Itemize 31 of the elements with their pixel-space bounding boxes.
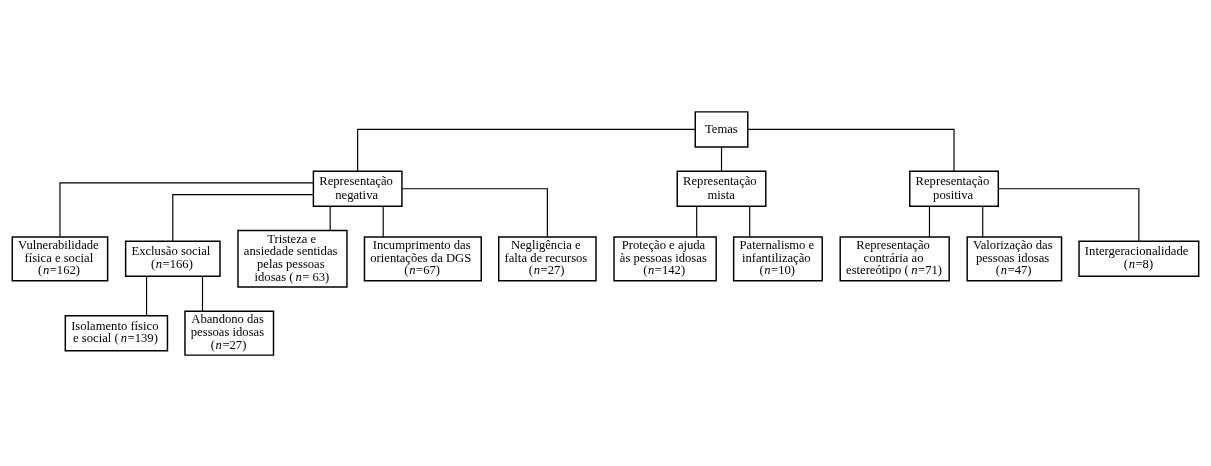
node-box: Tristeza e ansiedade sentidas pelas pessoas idosas (n= 63) xyxy=(237,229,348,288)
connector xyxy=(401,187,548,237)
connector xyxy=(201,275,204,312)
node-box: Abandono das pessoas idosas (n=27) xyxy=(184,310,275,356)
connector xyxy=(59,181,314,237)
node-box: Incumprimento das orientações da DGS (n=67) xyxy=(363,235,482,281)
connector xyxy=(382,205,384,237)
node-box: Paternalismo e infantilização (n=10) xyxy=(732,235,823,281)
connector xyxy=(747,128,955,172)
connector xyxy=(982,205,984,237)
connector xyxy=(145,275,148,316)
connector xyxy=(357,128,696,172)
node-box: Temas xyxy=(694,110,749,148)
connector xyxy=(172,193,314,242)
node-box: Representação negativa xyxy=(312,170,403,207)
node-box: Representação contrária ao estereótipo (n=71) xyxy=(839,235,950,281)
node-box: Isolamento físico e social (n=139) xyxy=(64,314,169,351)
connector xyxy=(720,146,723,172)
connector xyxy=(928,205,931,237)
node-box: Exclusão social (n=166) xyxy=(124,240,221,277)
node-box: Proteção e ajuda às pessoas idosas (n=142) xyxy=(613,235,717,281)
connector xyxy=(329,205,331,231)
node-box: Valorização das pessoas idosas (n=47) xyxy=(966,235,1063,281)
connector xyxy=(696,205,698,237)
node-box: Negligência e falta de recursos (n=27) xyxy=(498,235,597,281)
node-box: Representação mista xyxy=(676,170,767,207)
node-box: Vulnerabilidade física e social (n=162) xyxy=(11,235,109,281)
node-box: Representação positiva xyxy=(909,170,1000,207)
node-box: Intergeracionalidade (n=8) xyxy=(1078,240,1200,277)
connector xyxy=(749,205,751,237)
connector xyxy=(997,187,1140,242)
